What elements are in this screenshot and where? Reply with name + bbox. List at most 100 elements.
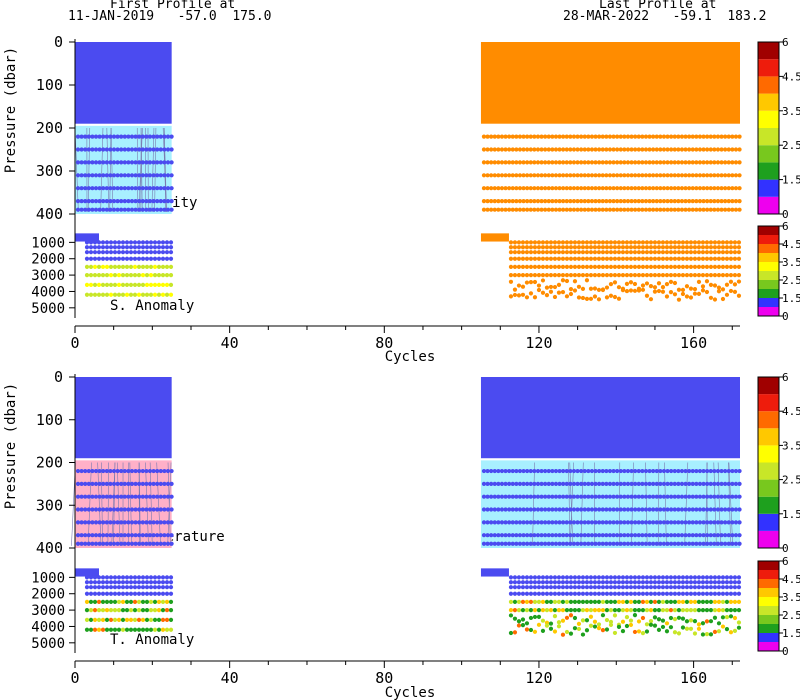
profile-point [571, 520, 577, 525]
profile-point [733, 507, 739, 512]
profile-point [517, 533, 523, 538]
profile-point [658, 173, 663, 178]
profile-point [568, 160, 573, 165]
deep-profile-point [728, 279, 734, 284]
deep-profile-point [588, 614, 594, 619]
deep-profile-point [712, 599, 718, 605]
profile-point [507, 160, 512, 165]
deep-profile-point [576, 585, 582, 590]
profile-point [618, 533, 623, 538]
profile-point [510, 541, 515, 546]
profile-point [532, 160, 537, 165]
deep-profile-point [724, 250, 730, 255]
profile-point [593, 520, 598, 525]
colorbar-segment [758, 479, 779, 497]
deep-profile-point [576, 295, 582, 300]
deep-profile-point [536, 575, 542, 580]
profile-point [129, 147, 135, 152]
deep-profile-point [96, 607, 102, 613]
profile-point [158, 207, 163, 212]
deep-profile-point [692, 250, 698, 255]
profile-point [694, 134, 699, 139]
colorbar-segment [758, 262, 779, 271]
colorbar-segment [758, 588, 779, 597]
profile-point [712, 173, 717, 178]
profile-point [507, 207, 512, 212]
profile-point [111, 468, 117, 474]
deep-profile-point [564, 591, 570, 596]
profile-point [90, 134, 95, 139]
profile-point [679, 520, 685, 525]
profile-point [600, 160, 605, 165]
deep-profile-point [108, 240, 114, 245]
profile-point [97, 186, 102, 191]
profile-point [586, 494, 591, 499]
deep-profile-point [564, 250, 570, 255]
deep-profile-point [624, 272, 630, 278]
profile-point [640, 520, 645, 525]
profile-point [600, 520, 605, 525]
deep-profile-point [660, 607, 666, 613]
profile-point [697, 541, 703, 546]
deep-profile-point [704, 607, 710, 613]
profile-point [481, 160, 487, 165]
deep-profile-point [700, 599, 706, 605]
deep-profile-point [692, 580, 698, 585]
deep-profile-point [660, 245, 666, 250]
profile-point [586, 468, 591, 474]
profile-point [528, 520, 533, 525]
profile-point [75, 147, 81, 152]
profile-point [90, 541, 95, 546]
profile-point [122, 134, 127, 139]
deep-profile-point [708, 245, 714, 250]
deep-profile-point [572, 250, 578, 255]
profile-point [75, 541, 81, 546]
profile-point [719, 520, 724, 525]
deep-profile-point [556, 250, 562, 255]
profile-point [165, 207, 171, 212]
profile-point [593, 468, 598, 474]
profile-point [697, 507, 703, 512]
deep-profile-point [152, 245, 158, 250]
profile-point [679, 147, 685, 152]
deep-profile-point [548, 245, 554, 250]
profile-point [503, 186, 508, 191]
profile-point [155, 199, 160, 204]
deep-profile-point [696, 585, 702, 590]
deep-profile-point [664, 575, 670, 580]
profile-point [676, 160, 681, 165]
deep-profile-point [716, 289, 722, 294]
profile-point [690, 507, 695, 512]
profile-point [719, 481, 724, 486]
deep-profile-point [648, 297, 654, 302]
deep-profile-point [728, 250, 734, 255]
deep-profile-point [584, 580, 590, 585]
deep-profile-point [576, 256, 582, 261]
profile-point [521, 468, 526, 474]
profile-point [528, 481, 533, 486]
profile-point [665, 507, 670, 512]
deep-profile-point [604, 607, 610, 613]
deep-profile-point [156, 607, 162, 613]
profile-point [97, 494, 102, 499]
contour-line [100, 127, 104, 212]
deep-profile-point [560, 245, 566, 250]
deep-profile-point [724, 580, 730, 585]
deep-profile-point [100, 580, 106, 585]
deep-profile-point [624, 614, 630, 620]
profile-point [492, 207, 497, 212]
deep-profile-point [712, 607, 718, 613]
deep-profile-point [664, 607, 670, 613]
deep-profile-point [540, 272, 546, 278]
profile-point [625, 173, 631, 178]
profile-point [169, 468, 174, 474]
deep-profile-point [584, 585, 590, 590]
profile-point [557, 481, 562, 486]
deep-profile-point [592, 619, 598, 624]
deep-profile-point [84, 575, 90, 580]
profile-point [158, 173, 163, 178]
profile-point [672, 468, 677, 474]
deep-profile-point [124, 245, 130, 250]
deep-profile-point [556, 624, 562, 629]
profile-point [499, 147, 505, 152]
